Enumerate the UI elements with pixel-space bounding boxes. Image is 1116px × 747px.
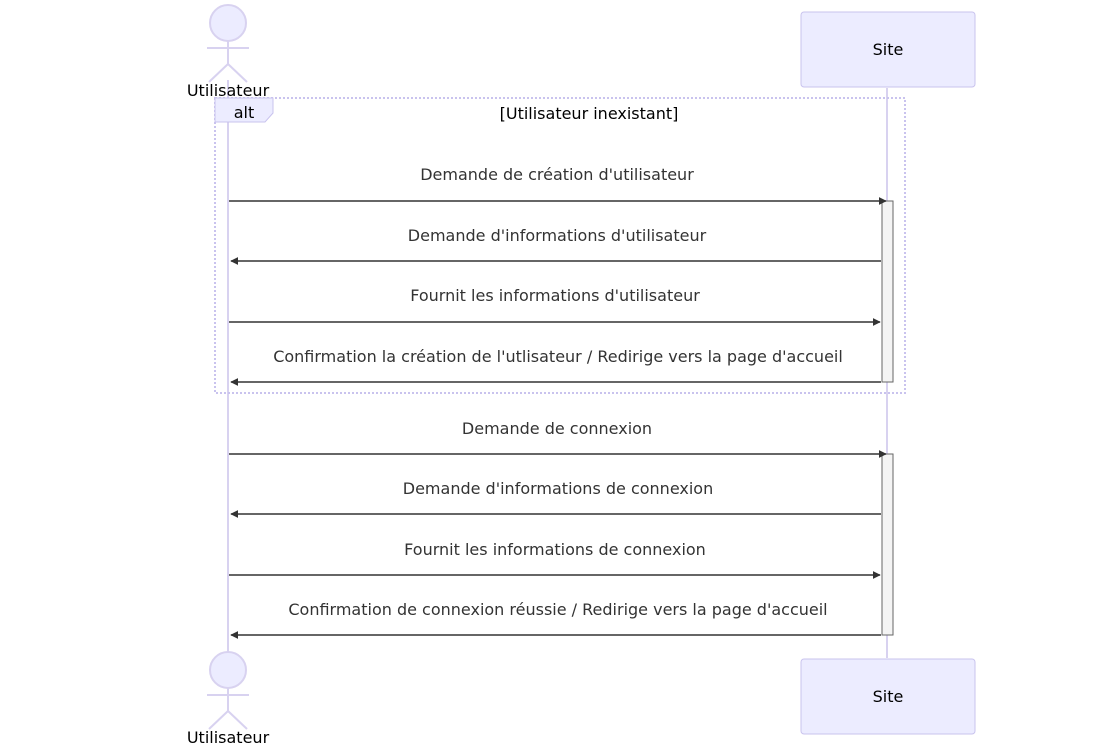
message-5: Demande de connexion [229, 419, 887, 458]
message-label: Fournit les informations de connexion [404, 540, 706, 559]
actor-utilisateur-top: Utilisateur [187, 4, 270, 100]
stick-figure-icon [207, 4, 249, 83]
message-label: Demande de connexion [462, 419, 652, 438]
message-6: Demande d'informations de connexion [230, 479, 881, 518]
participant-label: Site [873, 687, 904, 706]
stick-figure-icon [207, 651, 249, 730]
activation-bar-1 [881, 200, 894, 383]
participant-box [800, 658, 976, 735]
message-label: Demande de création d'utilisateur [420, 165, 694, 184]
alt-keyword: alt [234, 103, 255, 122]
actor-label: Utilisateur [187, 728, 270, 747]
participant-site-bottom: Site [800, 658, 976, 735]
message-3: Fournit les informations d'utilisateur [229, 286, 881, 326]
message-label: Confirmation la création de l'utlisateur… [273, 347, 843, 366]
activation-bar-2 [881, 453, 894, 636]
message-7: Fournit les informations de connexion [229, 540, 881, 579]
message-label: Demande d'informations de connexion [403, 479, 713, 498]
actor-utilisateur-bottom: Utilisateur [187, 651, 270, 747]
participant-box [800, 11, 976, 88]
message-1: Demande de création d'utilisateur [229, 165, 887, 205]
message-4: Confirmation la création de l'utlisateur… [230, 347, 881, 386]
alt-block: alt [Utilisateur inexistant] [214, 97, 906, 394]
alt-condition: [Utilisateur inexistant] [500, 104, 679, 123]
message-label: Confirmation de connexion réussie / Redi… [288, 600, 827, 619]
alt-tab [214, 97, 274, 123]
actor-label: Utilisateur [187, 81, 270, 100]
message-2: Demande d'informations d'utilisateur [230, 226, 881, 265]
message-label: Fournit les informations d'utilisateur [410, 286, 700, 305]
participant-label: Site [873, 40, 904, 59]
alt-frame [214, 97, 906, 394]
participant-site-top: Site [800, 11, 976, 88]
message-8: Confirmation de connexion réussie / Redi… [230, 600, 881, 639]
message-label: Demande d'informations d'utilisateur [408, 226, 707, 245]
